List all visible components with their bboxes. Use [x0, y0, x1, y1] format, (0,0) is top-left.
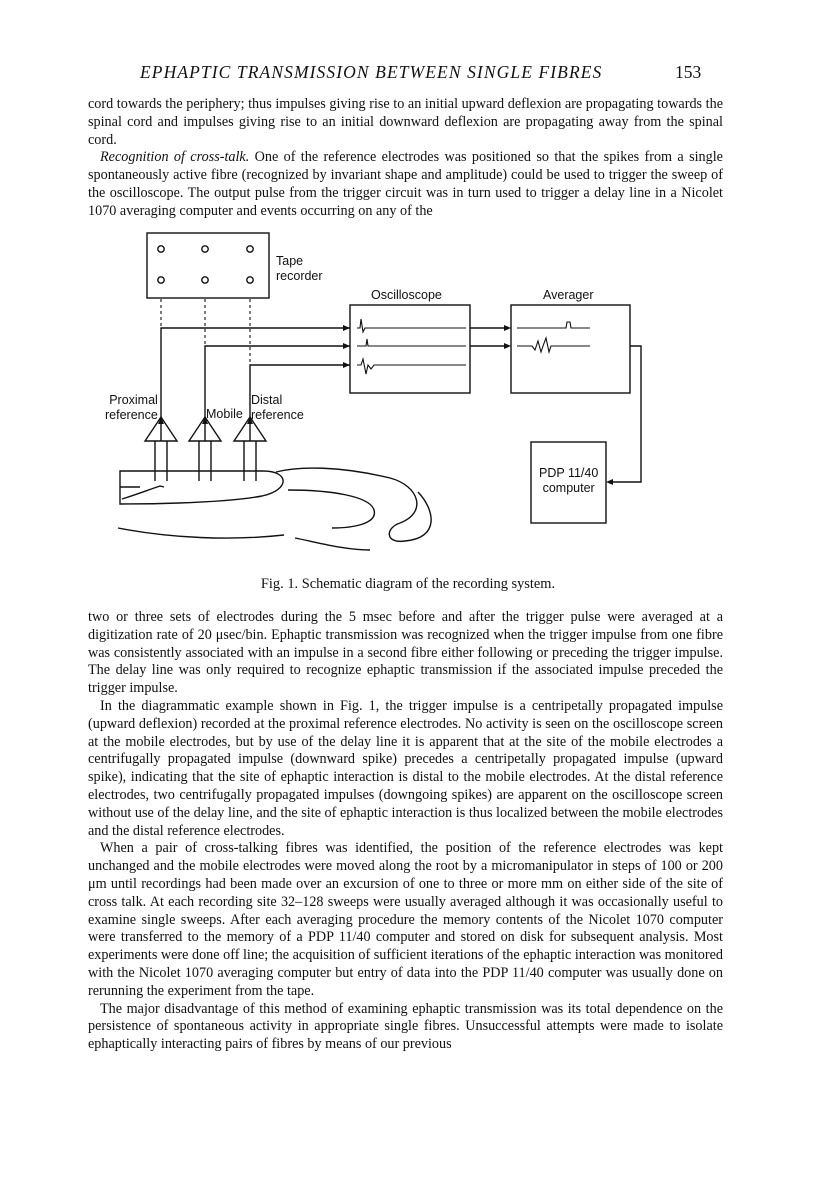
- averager-box: [510, 304, 631, 394]
- run-in-heading: Recognition of cross-talk.: [100, 149, 250, 166]
- proximal-amplifier-icon: [143, 415, 179, 442]
- oscilloscope-box: [349, 304, 471, 394]
- tape-reel-icon: [157, 245, 165, 253]
- paragraph-cross-talk: Recognition of cross-talk. One of the re…: [88, 149, 723, 220]
- page-header: EPHAPTIC TRANSMISSION BETWEEN SINGLE FIB…: [0, 62, 816, 86]
- tape-reel-icon: [246, 245, 254, 253]
- mobile-amplifier-icon: [187, 415, 223, 442]
- proximal-reference-label: Proximal reference: [105, 393, 158, 422]
- text-block-top: cord towards the periphery; thus impulse…: [88, 96, 723, 221]
- mobile-label: Mobile: [206, 407, 243, 421]
- tape-recorder-box: [146, 232, 270, 299]
- tape-reel-icon: [201, 276, 209, 284]
- averager-label: Averager: [543, 288, 594, 302]
- computer-box: [530, 441, 607, 524]
- paragraph-text: One of the reference electrodes was posi…: [88, 149, 723, 219]
- figure-caption: Fig. 1. Schematic diagram of the recordi…: [260, 576, 556, 592]
- tape-reel-icon: [246, 276, 254, 284]
- paragraph: In the diagrammatic example shown in Fig…: [88, 697, 723, 839]
- page-number: 153: [675, 62, 702, 82]
- paragraph: two or three sets of electrodes during t…: [88, 609, 723, 697]
- tape-reel-icon: [201, 245, 209, 253]
- text-block-bottom: two or three sets of electrodes during t…: [88, 609, 723, 1054]
- figure-1: Tape recorder Oscilloscope Averager Prox…: [100, 228, 660, 568]
- computer-label: PDP 11/40 computer: [539, 466, 599, 495]
- distal-reference-label: Distal reference: [251, 393, 304, 422]
- nerve-root: [119, 470, 284, 505]
- distal-amplifier-icon: [232, 415, 268, 442]
- paragraph: The major disadvantage of this method of…: [88, 1000, 723, 1053]
- recording-system-diagram: [117, 232, 642, 551]
- tape-recorder-label: Tape recorder: [276, 254, 323, 283]
- tape-reel-icon: [157, 276, 165, 284]
- oscilloscope-label: Oscilloscope: [371, 288, 442, 302]
- running-title: EPHAPTIC TRANSMISSION BETWEEN SINGLE FIB…: [140, 62, 603, 82]
- spinal-cord-outline: [275, 467, 432, 542]
- paragraph: cord towards the periphery; thus impulse…: [88, 96, 723, 148]
- paragraph: When a pair of cross-talking fibres was …: [88, 840, 723, 999]
